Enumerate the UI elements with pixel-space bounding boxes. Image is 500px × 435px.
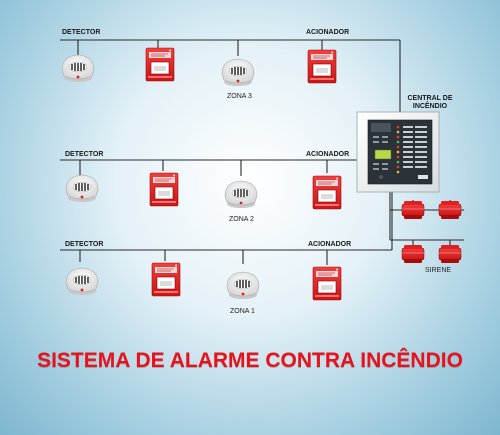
smoke-detector-icon — [221, 58, 255, 87]
zone-label: ZONA 3 — [227, 93, 252, 100]
manual-call-point-icon — [307, 49, 337, 84]
smoke-detector-icon — [224, 180, 258, 209]
detector-label: DETECTOR — [62, 29, 101, 36]
central-label-line1: CENTRAL DE — [407, 95, 453, 102]
manual-call-point-icon — [312, 175, 342, 210]
siren-icon — [438, 200, 462, 220]
smoke-detector-icon — [65, 267, 99, 296]
smoke-detector-icon — [61, 54, 95, 83]
acionador-label: ACIONADOR — [308, 241, 352, 248]
manual-call-point-icon — [149, 172, 179, 207]
acionador-label: ACIONADOR — [306, 29, 350, 36]
central-label: CENTRAL DE INCÊNDIO — [395, 95, 465, 111]
siren-icon — [401, 200, 425, 220]
smoke-detector-icon — [65, 174, 99, 203]
manual-call-point-icon — [312, 266, 342, 301]
manual-call-point-icon — [145, 47, 175, 82]
detector-label: DETECTOR — [65, 151, 104, 158]
siren-icon — [401, 244, 425, 264]
central-label-line2: INCÊNDIO — [412, 103, 448, 110]
fire-alarm-control-panel — [356, 111, 440, 193]
zone-label: ZONA 1 — [230, 308, 255, 315]
smoke-detector-icon — [226, 271, 260, 300]
wire-lines — [60, 39, 464, 265]
siren-icon — [438, 244, 462, 264]
manual-call-point-icon — [151, 262, 181, 297]
acionador-label: ACIONADOR — [306, 151, 350, 158]
detector-label: DETECTOR — [65, 241, 104, 248]
page-title: SISTEMA DE ALARME CONTRA INCÊNDIO — [37, 349, 463, 372]
siren-label: SIRENE — [425, 267, 452, 274]
zone-label: ZONA 2 — [229, 216, 254, 223]
